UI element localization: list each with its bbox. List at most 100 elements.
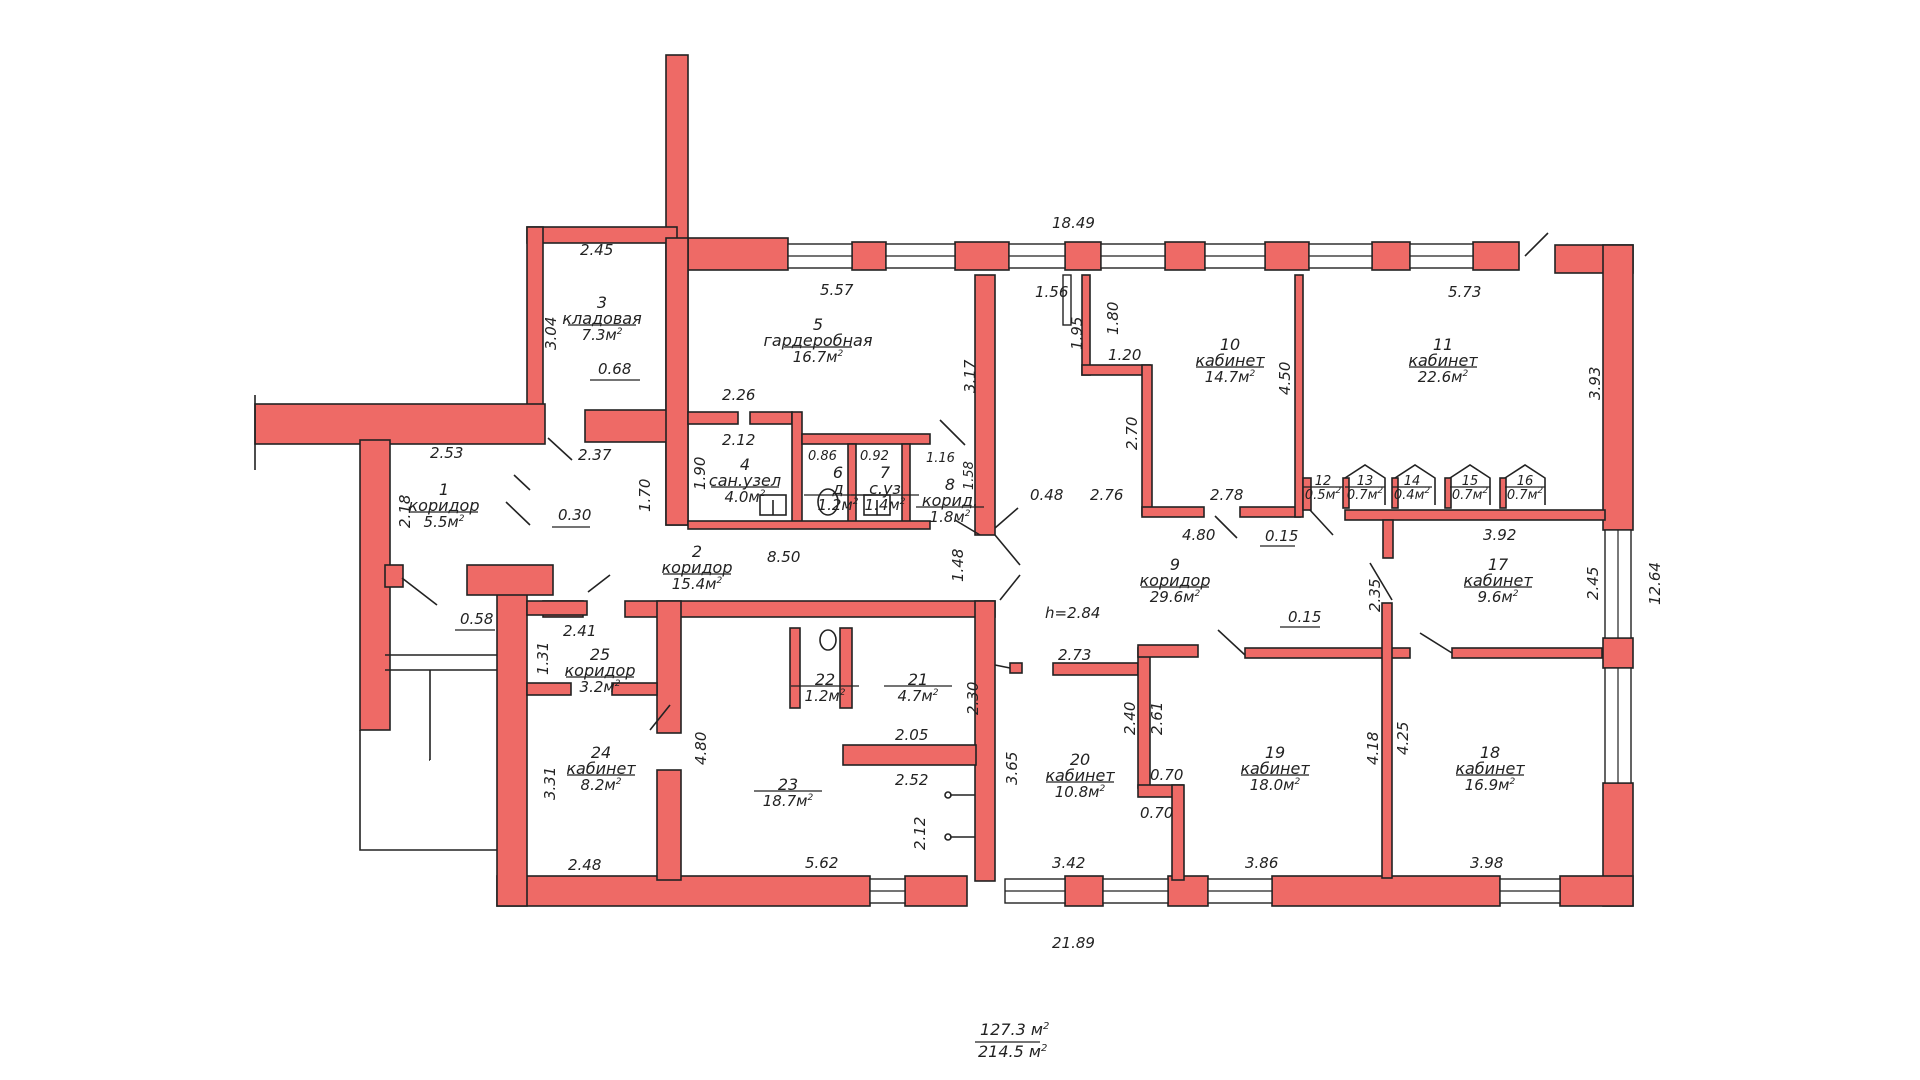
- dim-label: 4.18: [1364, 732, 1382, 765]
- dim-label: 0.48: [1030, 486, 1063, 504]
- dimension-labels: 18.49 21.89 12.64 2.45 3.04 0.68 2.53 2.…: [396, 214, 1664, 952]
- wall-10-11: [1294, 274, 1304, 518]
- room-area: 0.7м2: [1347, 486, 1383, 503]
- room-area: 5.5м2: [424, 513, 465, 531]
- windows: [787, 243, 1632, 904]
- dim-label: 5.62: [805, 854, 838, 872]
- dim-label: 2.45: [1584, 567, 1602, 600]
- room-area: 10.8м2: [1055, 783, 1106, 801]
- dim-label: 0.15: [1288, 608, 1321, 626]
- wall-top-2: [851, 241, 887, 271]
- room-name: с.уз: [869, 479, 901, 498]
- wall-right-mid: [1602, 637, 1634, 669]
- wall-bottom-5: [1271, 875, 1501, 907]
- room-label-15: 150.7м2: [1450, 474, 1490, 503]
- room-number: 5: [813, 315, 823, 334]
- room-label-13: 130.7м2: [1345, 474, 1385, 503]
- dim-label: 2.53: [430, 444, 463, 462]
- room-area: 0.7м2: [1452, 486, 1488, 503]
- wall-25-bottom-r: [611, 682, 658, 696]
- walls: [254, 54, 1634, 907]
- dim-label: 2.18: [396, 495, 414, 528]
- area-totals: 127.3 м2 214.5 м2: [975, 1020, 1049, 1061]
- wall-top-3: [954, 241, 1010, 271]
- wall-5-right: [974, 274, 996, 536]
- room-number: 22: [815, 670, 835, 689]
- wall-19-top: [1244, 647, 1411, 659]
- dim-label: 2.40: [1121, 702, 1139, 735]
- total-main-area: 127.3 м2: [980, 1020, 1049, 1039]
- dim-top-total: 18.49: [1052, 214, 1095, 232]
- room-number: 10: [1220, 335, 1240, 354]
- wall-20-19-top: [1137, 644, 1199, 658]
- wall-19-18: [1381, 602, 1393, 879]
- wall-closets-bottom: [1344, 509, 1606, 521]
- room-number: 4: [740, 455, 750, 474]
- dim-label: 2.70: [1123, 417, 1141, 450]
- dim-label: 3.17: [961, 359, 979, 393]
- room-number: 2: [692, 542, 702, 561]
- dim-label: 4.25: [1394, 722, 1412, 755]
- room-area: 0.7м2: [1507, 486, 1543, 503]
- room-name: кабинет: [1455, 759, 1525, 778]
- dim-label: 0.70: [1140, 804, 1173, 822]
- room-name: кабинет: [1045, 766, 1115, 785]
- wall-20-top-a: [1009, 662, 1023, 674]
- dim-label: 2.45: [580, 241, 613, 259]
- dim-label: 1.95: [1068, 317, 1086, 350]
- wall-23-right: [974, 600, 996, 882]
- room-area: 7.3м2: [582, 326, 623, 344]
- room-area: 4.0м2: [725, 488, 766, 506]
- wall-12-left: [1302, 477, 1312, 511]
- room-area: 4.7м2: [898, 687, 939, 705]
- dim-label: 2.41: [563, 622, 596, 640]
- dim-label: 4.50: [1276, 362, 1294, 395]
- room-area: 29.6м2: [1150, 588, 1201, 606]
- room-name: корид.: [922, 491, 978, 510]
- wall-17-left: [1382, 519, 1394, 559]
- room-area: 16.7м2: [793, 348, 844, 366]
- wall-right-upper: [1602, 244, 1634, 531]
- wall-7-right: [901, 443, 911, 528]
- dim-label: 0.70: [1150, 766, 1183, 784]
- total-area: 214.5 м2: [978, 1042, 1047, 1061]
- room-number: 23: [778, 775, 798, 794]
- wall-9-10-c: [1141, 364, 1153, 516]
- wall-10-bottom-r: [1239, 506, 1301, 518]
- dim-label: 2.05: [895, 726, 928, 744]
- wall-10-bottom-l: [1141, 506, 1205, 518]
- room-number: 24: [591, 743, 611, 762]
- room-area: 15.4м2: [672, 575, 723, 593]
- wall-4-top: [687, 411, 739, 425]
- wall-bottom-6: [1559, 875, 1634, 907]
- dim-label: 1.80: [1104, 302, 1122, 335]
- room-number: 18: [1480, 743, 1500, 762]
- wall-top-8: [1472, 241, 1520, 271]
- wall-23-left: [656, 600, 682, 734]
- room-label-14: 140.4м2: [1392, 474, 1432, 503]
- wall-left-lower-top: [466, 564, 554, 596]
- wall-top-1: [687, 237, 789, 271]
- dim-label: 2.78: [1210, 486, 1243, 504]
- room-label-16: 160.7м2: [1505, 474, 1545, 503]
- dim-label: 1.20: [1108, 346, 1141, 364]
- room-area: 9.6м2: [1478, 588, 1519, 606]
- room-number: 8: [945, 475, 955, 494]
- dim-right-total: 12.64: [1646, 562, 1664, 605]
- dim-label: 1.31: [534, 642, 552, 675]
- room-area: 1.2м2: [818, 496, 859, 514]
- dim-label: 0.15: [1265, 527, 1298, 545]
- room-area: 3.2м2: [580, 678, 621, 696]
- room-number: 6: [833, 463, 843, 482]
- dim-label: 1.90: [691, 457, 709, 490]
- dim-label: 3.98: [1470, 854, 1503, 872]
